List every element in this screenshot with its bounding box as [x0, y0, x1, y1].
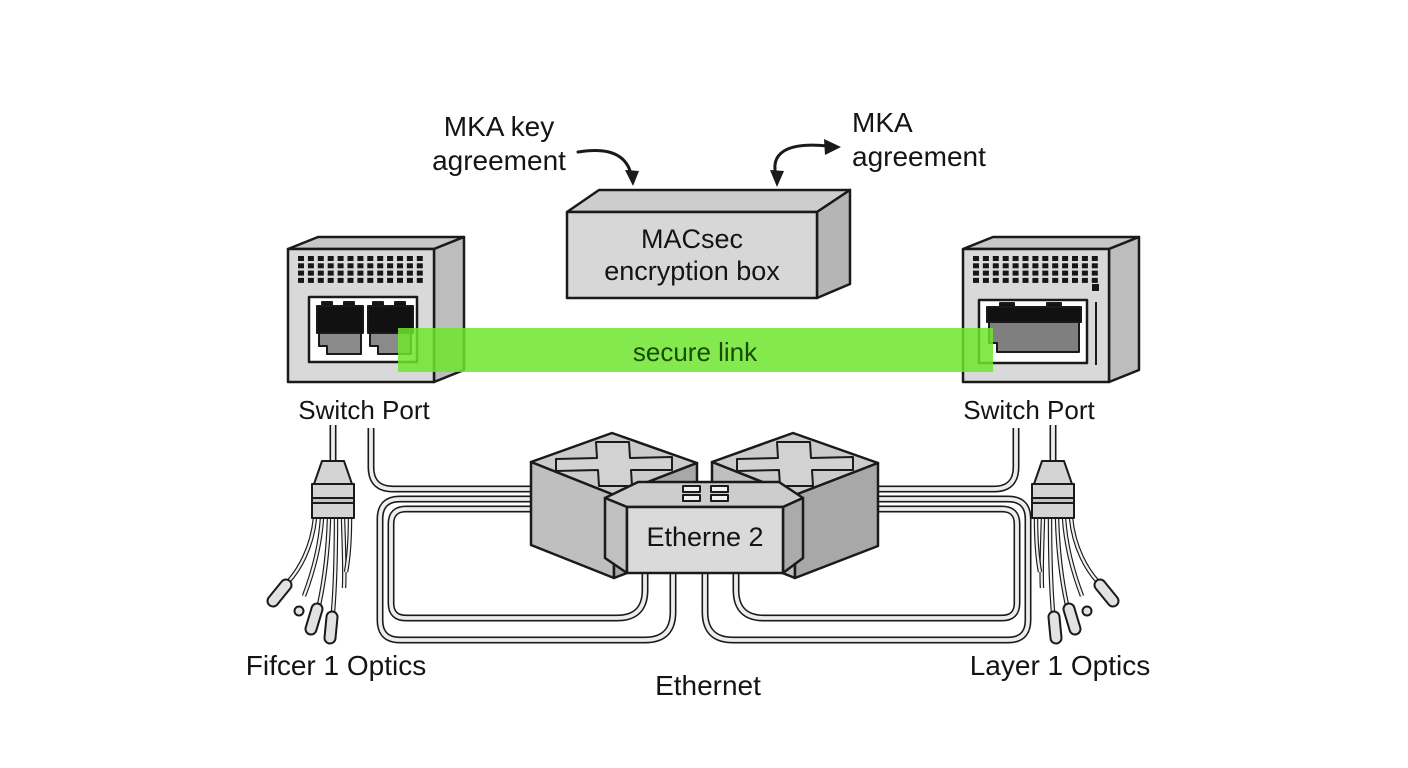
fiber-tip-dot [1081, 605, 1093, 617]
etherne2-label: Etherne 2 [646, 522, 764, 552]
macsec-box-label: MACsec encryption box [562, 223, 822, 287]
mka-agreement-label: MKA agreement [852, 106, 1112, 174]
top-port [710, 494, 729, 502]
mka-key-line1: MKA key [443, 111, 555, 142]
switch-port-left-label: Switch Port [298, 395, 430, 425]
fiber-optics-left-label: Fifcer 1 Optics [245, 650, 427, 681]
vent-grid [298, 256, 423, 283]
rj45-port [316, 301, 364, 355]
rj45-port-wide [986, 302, 1082, 353]
vent-grid [973, 256, 1098, 283]
plus-cutout [555, 441, 673, 487]
mka-key-agreement-label: MKA key agreement [369, 110, 629, 178]
fiber-optics-right-label: Layer 1 Optics [969, 650, 1151, 681]
switch-port-right-label: Switch Port [963, 395, 1095, 425]
secure-link-band [398, 328, 993, 372]
top-port [682, 494, 701, 502]
mka-key-line2: agreement [432, 145, 566, 176]
led-square [1092, 284, 1099, 291]
macsec-box [565, 188, 852, 300]
mka-line2: agreement [852, 141, 986, 172]
secure-link-label: secure link [632, 337, 758, 367]
mka-arrow-left [576, 148, 639, 186]
top-port [682, 485, 701, 493]
mka-arrow-right [770, 139, 841, 187]
mka-line1: MKA [852, 107, 913, 138]
right-fiber-breakout [1031, 425, 1120, 645]
switch-right [961, 235, 1141, 384]
right-breakout-taper [1033, 460, 1073, 485]
macsec-line2: encryption box [604, 256, 780, 286]
ethernet-box [603, 480, 805, 575]
top-port [710, 485, 729, 493]
ethernet-label: Ethernet [655, 670, 761, 701]
macsec-line1: MACsec [640, 224, 743, 254]
plus-cutout [736, 441, 854, 487]
left-fiber-breakout [266, 425, 355, 645]
fiber-tip-dot [293, 605, 305, 617]
left-breakout-taper [313, 460, 353, 485]
